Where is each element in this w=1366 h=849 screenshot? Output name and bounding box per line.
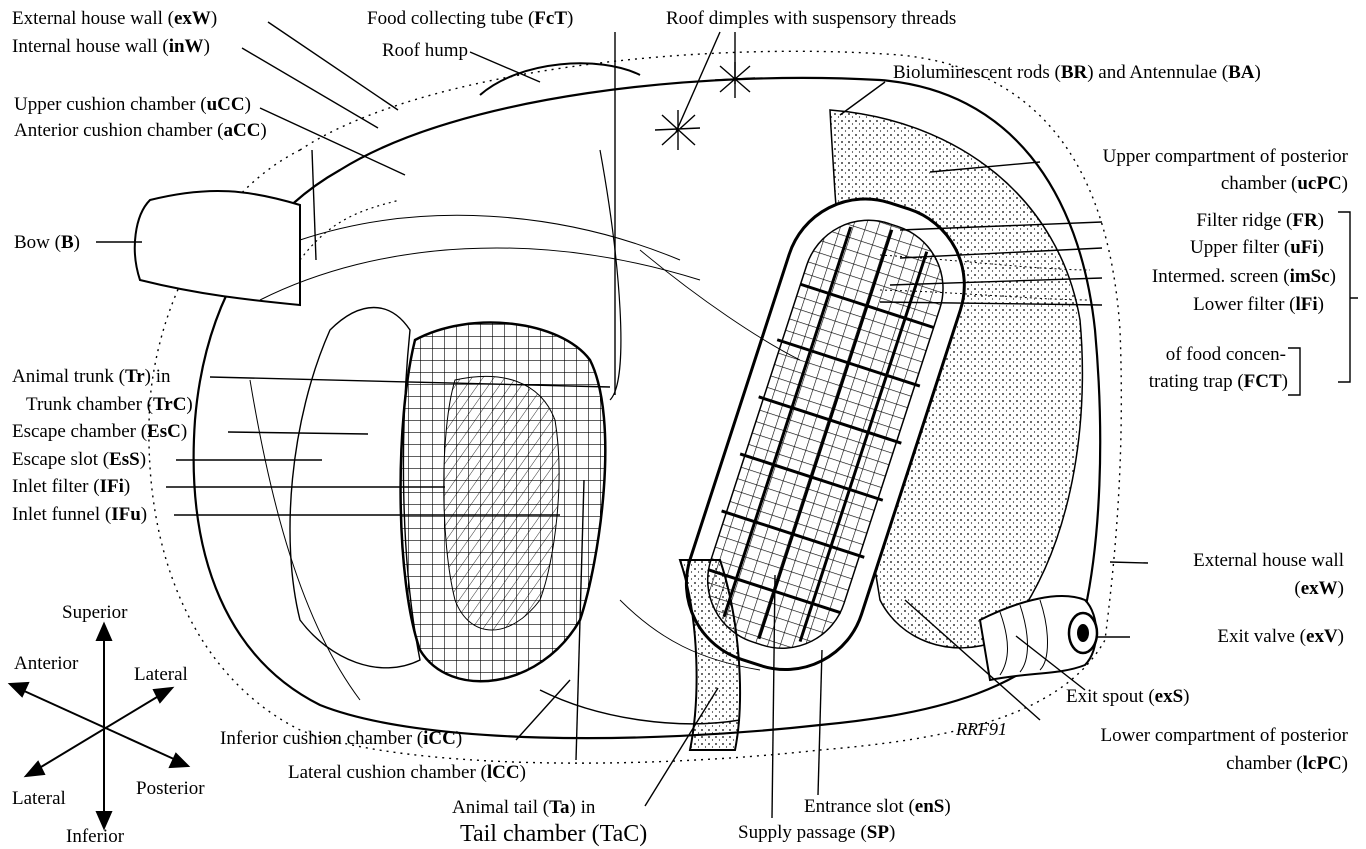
label-external-house-wall-top: External house wall (exW) xyxy=(12,8,217,30)
label-bioluminescent-rods: Bioluminescent rods (BR) and Antennulae … xyxy=(893,62,1261,84)
label-roof-hump: Roof hump xyxy=(382,40,468,62)
bow-shape xyxy=(135,191,300,305)
label-supply-passage: Supply passage (SP) xyxy=(738,822,895,844)
label-upper-compartment-posterior-2: chamber (ucPC) xyxy=(1221,173,1348,195)
label-food-collecting-tube: Food collecting tube (FcT) xyxy=(367,8,573,30)
label-internal-house-wall: Internal house wall (inW) xyxy=(12,36,210,58)
label-upper-cushion-chamber: Upper cushion chamber (uCC) xyxy=(14,94,251,116)
fct-bracket xyxy=(1338,212,1358,382)
compass-lateral-bottom-label: Lateral xyxy=(12,788,66,810)
label-food-trap-2: trating trap (FCT) xyxy=(1149,371,1288,393)
label-inferior-cushion-chamber: Inferior cushion chamber (iCC) xyxy=(220,728,462,750)
compass-inferior-label: Inferior xyxy=(66,826,124,848)
label-lower-compartment-posterior-1: Lower compartment of posterior xyxy=(1101,725,1348,747)
label-escape-chamber: Escape chamber (EsC) xyxy=(12,421,187,443)
label-tail-chamber: Tail chamber (TaC) xyxy=(460,821,647,847)
compass-posterior-label: Posterior xyxy=(136,778,205,800)
label-anterior-cushion-chamber: Anterior cushion chamber (aCC) xyxy=(14,120,267,142)
label-roof-dimples: Roof dimples with suspensory threads xyxy=(666,8,956,30)
label-exit-spout: Exit spout (exS) xyxy=(1066,686,1190,708)
label-upper-compartment-posterior-1: Upper compartment of posterior xyxy=(1103,146,1348,168)
label-inlet-funnel: Inlet funnel (IFu) xyxy=(12,504,147,526)
label-trunk-chamber: Trunk chamber (TrC) xyxy=(26,394,193,416)
label-lower-compartment-posterior-2: chamber (lcPC) xyxy=(1226,753,1348,775)
label-lower-filter: Lower filter (lFi) xyxy=(1193,294,1324,316)
label-food-trap-1: of food concen- xyxy=(1166,344,1286,366)
label-entrance-slot: Entrance slot (enS) xyxy=(804,796,951,818)
compass-lateral-top-label: Lateral xyxy=(134,664,188,686)
compass-superior-label: Superior xyxy=(62,602,127,624)
label-external-house-wall-right-2: (exW) xyxy=(1294,578,1344,600)
label-animal-trunk: Animal trunk (Tr) in xyxy=(12,366,171,388)
compass-anterior-label: Anterior xyxy=(14,653,78,675)
label-inlet-filter: Inlet filter (IFi) xyxy=(12,476,130,498)
label-escape-slot: Escape slot (EsS) xyxy=(12,449,146,471)
label-upper-filter: Upper filter (uFi) xyxy=(1190,237,1324,259)
artist-signature: RRF91 xyxy=(956,718,1007,740)
label-bow: Bow (B) xyxy=(14,232,80,254)
label-filter-ridge: Filter ridge (FR) xyxy=(1196,210,1324,232)
label-lateral-cushion-chamber: Lateral cushion chamber (lCC) xyxy=(288,762,526,784)
label-exit-valve: Exit valve (exV) xyxy=(1217,626,1344,648)
label-external-house-wall-right-1: External house wall xyxy=(1193,550,1344,572)
label-intermediate-screen: Intermed. screen (imSc) xyxy=(1152,266,1336,288)
label-animal-tail: Animal tail (Ta) in xyxy=(452,797,595,819)
